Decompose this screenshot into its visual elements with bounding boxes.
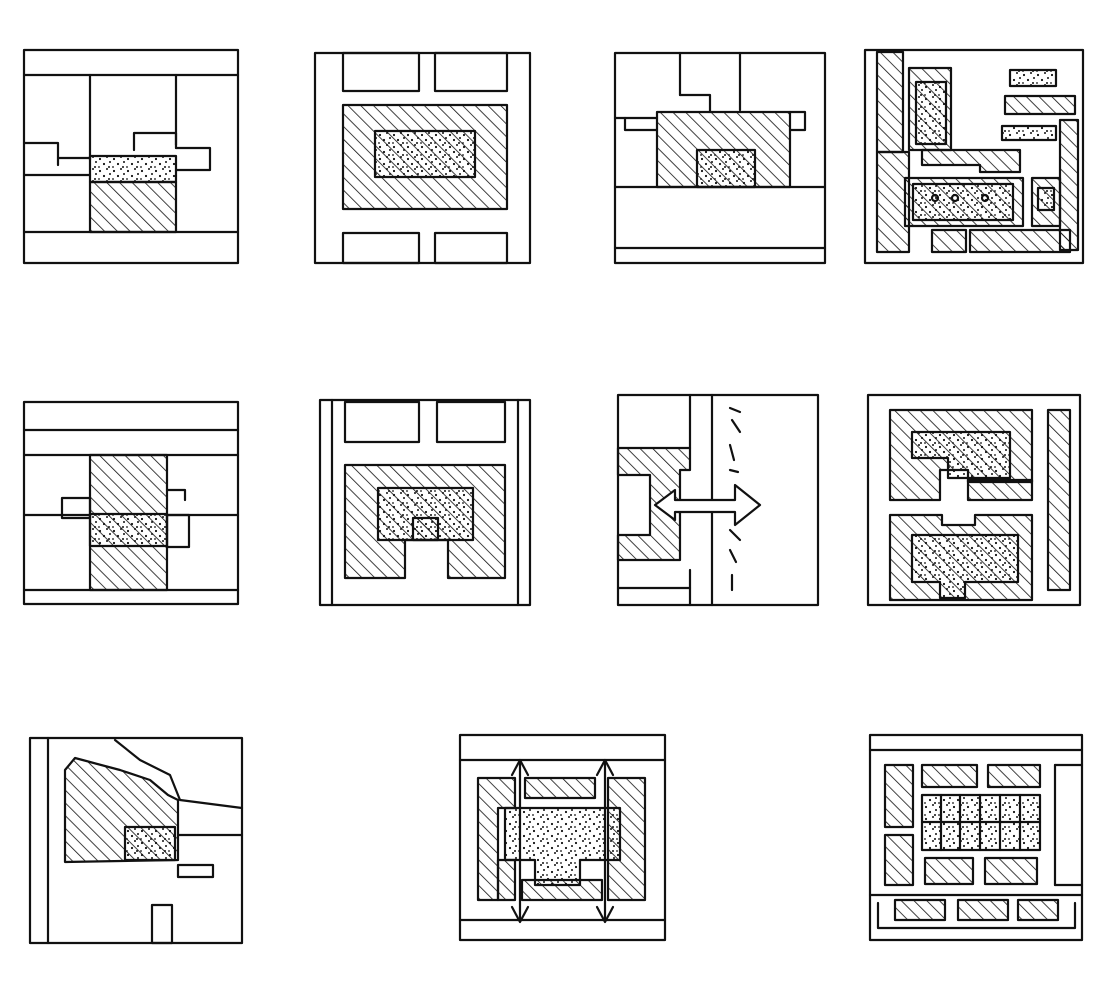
diagram-5-frame [24,402,238,604]
diagram-2-frame [315,53,530,263]
diagram-6 [320,400,530,605]
diagram-7-frame [618,395,818,605]
diagram-3 [615,53,825,263]
diagram-11-frame [870,735,1082,940]
diagram-6-frame [320,400,530,605]
diagram-10 [460,735,665,940]
diagram-2 [315,53,530,263]
diagram-4-frame [865,50,1083,263]
courtyard-stipple [375,131,475,177]
diagram-8-frame [868,395,1080,605]
diagram-3-frame [615,53,825,263]
diagram-11 [870,735,1082,940]
diagram-10-frame [460,735,665,940]
courtyard-stipple [90,514,167,546]
diagram-5 [24,402,238,604]
building-hatch [90,182,176,232]
diagram-9 [30,738,242,943]
diagram-4 [865,50,1083,263]
courtyard-stipple [697,150,755,187]
diagram-7 [618,395,818,605]
diagram-1 [24,50,238,263]
building-hatch [618,448,690,560]
diagram-1-frame [24,50,238,263]
diagram-8 [868,395,1080,605]
crossing-arrow [655,485,760,525]
courtyard-stipple [90,156,176,182]
courtyard-stipple [125,827,175,860]
diagram-9-frame [30,738,242,943]
